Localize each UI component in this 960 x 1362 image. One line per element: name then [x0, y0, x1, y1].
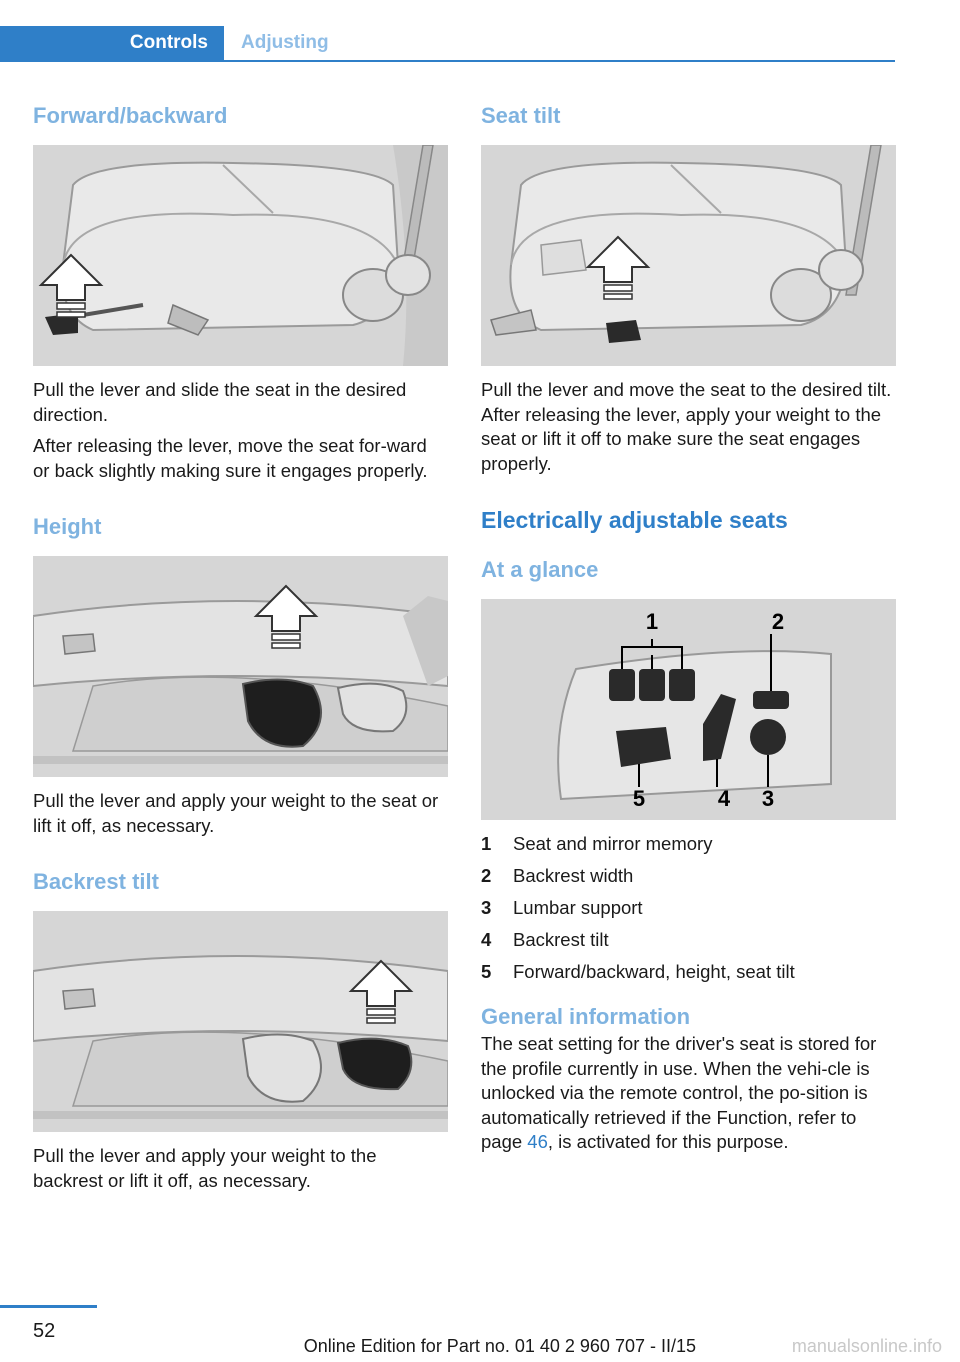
section-title-backrest-tilt: Backrest tilt [33, 869, 159, 894]
figure-seat-controls: 1 2 3 4 5 [481, 599, 896, 820]
left-column: Forward/backward Pull the lever and slid… [33, 100, 448, 1193]
section-subtitle-at-a-glance: At a glance [481, 557, 599, 582]
paragraph-forward-2: After releasing the lever, move the seat… [33, 435, 428, 481]
tab-controls[interactable]: Controls [0, 26, 224, 60]
paragraph-general-information: The seat setting for the driver's seat i… [481, 1033, 877, 1152]
section-title-seat-tilt: Seat tilt [481, 103, 561, 128]
seat-height-illustration [33, 556, 448, 777]
figure-backrest-tilt [33, 911, 448, 1132]
footer-rule [0, 1305, 97, 1308]
footer-watermark: manualsonline.info [791, 1336, 942, 1356]
callout-3: 3 [762, 786, 774, 811]
page-number: 52 [33, 1320, 56, 1342]
paragraph-seat-tilt-1: Pull the lever and move the seat to the … [481, 379, 892, 474]
figure-seat-height [33, 556, 448, 777]
right-column: Seat tilt Pull the lever and move the se… [481, 100, 896, 1155]
section-title-forward-backward: Forward/backward [33, 103, 228, 128]
figure-seat-tilt [481, 145, 896, 366]
section-title-height: Height [33, 514, 102, 539]
figure-seat-forward-backward [33, 145, 448, 366]
page-header: Controls Adjusting [0, 26, 895, 62]
callout-4: 4 [718, 786, 731, 811]
footer-edition: Online Edition for Part no. 01 40 2 960 … [303, 1336, 696, 1356]
seat-forward-illustration [33, 145, 448, 366]
seat-tilt-illustration [481, 145, 896, 366]
backrest-tilt-illustration [33, 911, 448, 1132]
callout-2: 2 [772, 609, 784, 634]
paragraph-backrest-1: Pull the lever and apply your weight to … [33, 1145, 377, 1191]
callout-5: 5 [633, 786, 645, 811]
page-link-46[interactable]: 46 [527, 1131, 548, 1152]
seat-controls-illustration: 1 2 3 4 5 [481, 599, 896, 820]
tab-adjusting[interactable]: Adjusting [241, 32, 329, 53]
section-title-electric-seats: Electrically adjustable seats [481, 507, 788, 533]
callout-1: 1 [646, 609, 658, 634]
paragraph-forward-1: Pull the lever and slide the seat in the… [33, 379, 407, 425]
section-title-general-information: General information [481, 1004, 691, 1029]
paragraph-height-1: Pull the lever and apply your weight to … [33, 790, 439, 836]
